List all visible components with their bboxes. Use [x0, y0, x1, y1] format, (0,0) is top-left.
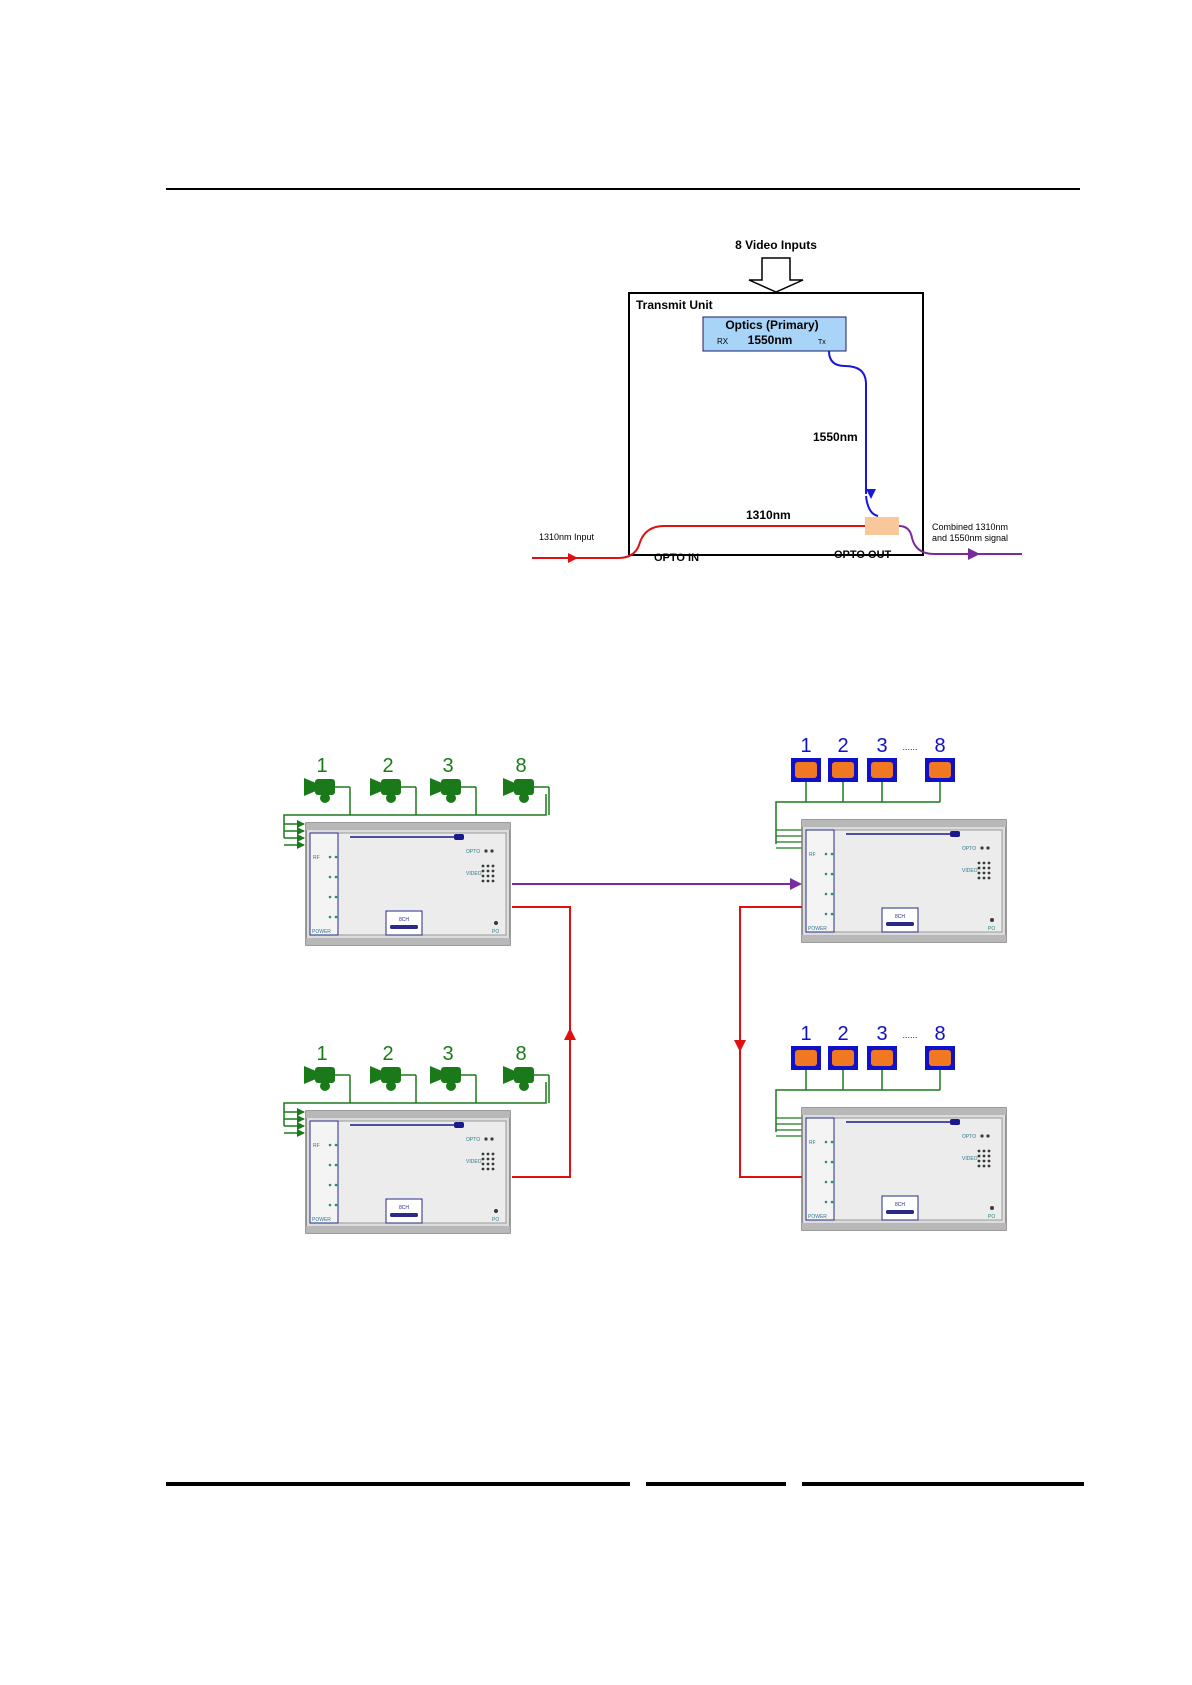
transmit-unit-bottom: RF POWER OPTO VIDEO 8CH PO [306, 1111, 510, 1233]
camera-icon: 8 [503, 755, 549, 815]
svg-text:OPTO: OPTO [466, 849, 480, 855]
combined-label-line1: Combined 1310nm [932, 522, 1008, 532]
monitor-icon: 1 [791, 1023, 821, 1090]
combined-label-line2: and 1550nm signal [932, 533, 1008, 543]
opto-in-label: OPTO IN [654, 552, 699, 564]
svg-text:VIDEO: VIDEO [962, 868, 978, 874]
opto-out-label: OPTO OUT [834, 549, 892, 561]
svg-text:VIDEO: VIDEO [466, 1159, 482, 1165]
optics-rx-label: RX [717, 337, 729, 346]
monitor-icon: 3 [867, 1023, 897, 1090]
system-diagram: 1 2 3 8 1 2 3 8 1 2 3 8...... 1 2 3 8...... RF POWER O… [284, 735, 1006, 1233]
monitor-icon: 2 [828, 1023, 858, 1090]
camera-icon: 1 [304, 1043, 350, 1103]
svg-text:POWER: POWER [808, 1214, 827, 1220]
svg-text:PO: PO [492, 1217, 499, 1223]
svg-text:8CH: 8CH [399, 1205, 409, 1211]
monitor-number: 2 [837, 735, 848, 757]
link-1310-rx-down [740, 907, 802, 1050]
video-inputs-label: 8 Video Inputs [735, 238, 817, 252]
camera-number: 2 [382, 755, 393, 777]
monitor-number: 1 [800, 1023, 811, 1045]
transmit-unit-label: Transmit Unit [636, 298, 713, 312]
receive-unit-top: RF POWER OPTO VIDEO 8CH PO [802, 820, 1006, 942]
camera-number: 2 [382, 1043, 393, 1065]
optics-title: Optics (Primary) [725, 318, 818, 332]
monitor-icon: 3 [867, 735, 897, 802]
label-1550nm: 1550nm [813, 430, 858, 444]
svg-text:VIDEO: VIDEO [962, 1156, 978, 1162]
link-1310-top-to-bottom-rx [512, 907, 570, 1032]
transmit-unit-diagram: 8 Video Inputs Transmit Unit Optics (Pri… [532, 238, 1022, 564]
svg-text:OPTO: OPTO [962, 846, 976, 852]
svg-text:8CH: 8CH [895, 1202, 905, 1208]
camera-number: 8 [515, 755, 526, 777]
camera-icon: 3 [430, 755, 476, 815]
coupler-box [865, 517, 899, 535]
svg-text:PO: PO [988, 926, 995, 932]
monitor-number: 3 [876, 1023, 887, 1045]
unit-group: RF POWER OPTO VIDEO 8CH PO RF POWER OPTO VIDEO 8CH… [306, 820, 1006, 1233]
svg-text:RF: RF [313, 1143, 320, 1149]
camera-number: 1 [316, 755, 327, 777]
monitor-icon: 8 [925, 1023, 955, 1090]
camera-number: 1 [316, 1043, 327, 1065]
camera-number: 3 [442, 1043, 453, 1065]
camera-number: 8 [515, 1043, 526, 1065]
monitor-number: 1 [800, 735, 811, 757]
monitor-ellipsis: ...... [902, 1030, 917, 1040]
svg-text:PO: PO [492, 929, 499, 935]
monitor-icon: 8 [925, 735, 955, 802]
svg-text:OPTO: OPTO [962, 1134, 976, 1140]
label-1310nm: 1310nm [746, 508, 791, 522]
svg-text:8CH: 8CH [399, 917, 409, 923]
optics-wavelength: 1550nm [748, 333, 793, 347]
camera-icon: 8 [503, 1043, 549, 1103]
svg-text:POWER: POWER [312, 929, 331, 935]
optics-tx-label: Tx [818, 339, 826, 346]
svg-text:RF: RF [809, 852, 816, 858]
svg-text:RF: RF [809, 1140, 816, 1146]
camera-icon: 1 [304, 755, 350, 815]
camera-icon: 2 [370, 1043, 416, 1103]
transmit-unit-top: RF POWER OPTO VIDEO 8CH PO [306, 823, 510, 945]
camera-icon: 2 [370, 755, 416, 815]
receive-unit-bottom: RF POWER OPTO VIDEO 8CH PO [802, 1108, 1006, 1230]
monitor-ellipsis: ...... [902, 742, 917, 752]
video-input-arrow-icon [749, 258, 803, 292]
svg-text:VIDEO: VIDEO [466, 871, 482, 877]
monitor-number: 2 [837, 1023, 848, 1045]
svg-text:OPTO: OPTO [466, 1137, 480, 1143]
monitor-number: 8 [934, 735, 945, 757]
monitor-icon: 2 [828, 735, 858, 802]
monitor-number: 3 [876, 735, 887, 757]
input-1310nm-label: 1310nm Input [539, 532, 595, 542]
svg-text:RF: RF [313, 855, 320, 861]
svg-text:8CH: 8CH [895, 914, 905, 920]
monitor-icon: 1 [791, 735, 821, 802]
monitor-number: 8 [934, 1023, 945, 1045]
camera-icon: 3 [430, 1043, 476, 1103]
svg-text:POWER: POWER [312, 1217, 331, 1223]
camera-number: 3 [442, 755, 453, 777]
svg-text:POWER: POWER [808, 926, 827, 932]
svg-text:PO: PO [988, 1214, 995, 1220]
